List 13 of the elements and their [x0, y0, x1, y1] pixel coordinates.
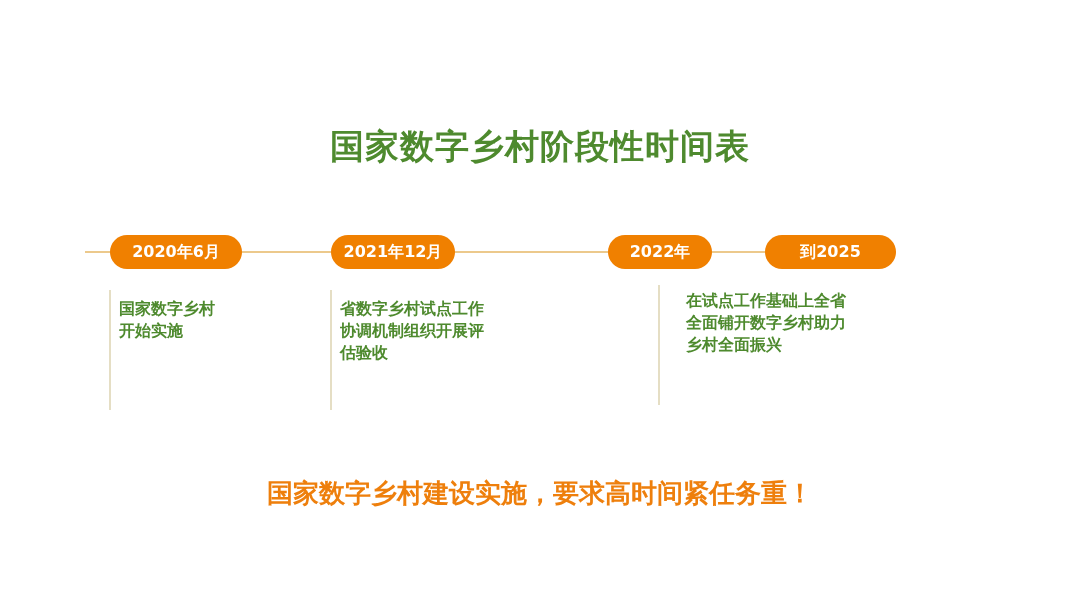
timeline-line	[84, 251, 111, 253]
timeline-line	[711, 251, 766, 253]
milestone-text: 在试点工作基础上全省全面铺开数字乡村助力乡村全面振兴	[686, 290, 847, 356]
milestone-text: 省数字乡村试点工作协调机制组织开展评估验收	[340, 298, 485, 364]
milestone-text: 国家数字乡村开始实施	[119, 298, 216, 342]
timeline-line	[241, 251, 332, 253]
date-pill: 到2025	[765, 235, 896, 269]
date-pill: 2021年12月	[331, 235, 455, 269]
date-pill: 2022年	[608, 235, 712, 269]
timeline-line	[454, 251, 609, 253]
slogan-text: 国家数字乡村建设实施，要求高时间紧任务重！	[266, 477, 814, 510]
timeline-title: 国家数字乡村阶段性时间表	[329, 125, 751, 168]
date-pill: 2020年6月	[110, 235, 242, 269]
